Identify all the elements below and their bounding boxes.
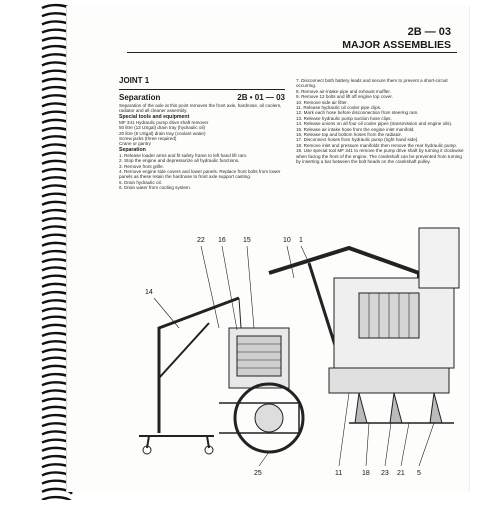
callout-label: 5 bbox=[417, 470, 421, 477]
left-text-column: Separation of the axle at this point rem… bbox=[119, 103, 287, 191]
right-step: 15. Release air intake hose from the eng… bbox=[296, 126, 415, 132]
left-subheading: Separation bbox=[119, 146, 146, 153]
diagram-illustration: 22 16 15 10 1 14 25 11 18 23 21 5 bbox=[139, 227, 460, 477]
crane-wheel bbox=[204, 445, 214, 455]
left-step: 2. Stop the engine and depressurize all … bbox=[119, 158, 240, 164]
callout-label: 1 bbox=[299, 237, 303, 244]
right-step: 12. Mark each hose before disconnection … bbox=[296, 110, 419, 116]
callout-leader-left bbox=[153, 297, 180, 329]
callout-leaders-top bbox=[200, 245, 310, 331]
engine-ribs bbox=[368, 293, 410, 338]
radiator-fins bbox=[237, 343, 281, 369]
joint-rule bbox=[119, 89, 285, 90]
right-step: 13. Release hydraulic pump suction hose … bbox=[296, 115, 392, 121]
right-step: 17. Disconnect hoses from hydraulic pump… bbox=[296, 137, 419, 143]
crane-strut bbox=[158, 322, 210, 379]
callout-label: 14 bbox=[145, 289, 153, 296]
left-subheading: Special tools and equipment bbox=[119, 113, 190, 120]
right-step: 10. Remove side air filter. bbox=[296, 99, 348, 105]
left-item: MF 341 Hydraulic pump drive shaft remove… bbox=[119, 119, 209, 125]
callout-label: 23 bbox=[381, 470, 389, 477]
callout-label: 16 bbox=[218, 237, 226, 244]
left-item: Screw jacks (three required) bbox=[119, 136, 177, 142]
left-step: 3. Remove front grille. bbox=[119, 163, 164, 169]
binder-coil bbox=[41, 487, 73, 495]
page-number: 2B — 03 bbox=[407, 26, 451, 38]
support-casting bbox=[328, 367, 450, 394]
left-step: 5. Drain hydraulic oil. bbox=[119, 179, 162, 185]
callout-label: 15 bbox=[243, 237, 251, 244]
callout-leaders-bottom bbox=[258, 392, 435, 467]
callout-label: 21 bbox=[397, 470, 405, 477]
right-step: 9. Remove 12 bolts and lift off engine t… bbox=[296, 94, 393, 100]
callout-label: 25 bbox=[254, 470, 262, 477]
left-step: 4. Remove engine side covers and lower p… bbox=[119, 169, 281, 180]
crane-boom bbox=[157, 296, 240, 433]
left-item: Crane or gantry bbox=[119, 141, 151, 147]
front-axle-frame bbox=[219, 402, 300, 434]
crane-base bbox=[139, 435, 214, 449]
right-step: 11. Release hydraulic oil cooler pipe cl… bbox=[296, 105, 382, 111]
screw-jacks bbox=[354, 392, 443, 424]
callout-label: 11 bbox=[335, 470, 342, 477]
right-step: 18. Remove inlet and pressure manifolds … bbox=[296, 142, 458, 148]
section-title: MAJOR ASSEMBLIES bbox=[342, 39, 451, 51]
right-step: 19. Use special tool MF 341 to remove th… bbox=[296, 148, 464, 165]
right-step: 7. Disconnect both battery leads and sec… bbox=[296, 78, 448, 89]
front-wheel-hub bbox=[254, 403, 284, 433]
manual-page: 2B — 03 MAJOR ASSEMBLIES JOINT 1 Separat… bbox=[66, 6, 470, 492]
tractor-separation-diagram: 22 16 15 10 1 14 25 11 18 23 21 5 bbox=[119, 218, 461, 480]
separation-heading: Separation bbox=[119, 93, 161, 102]
header-rule bbox=[127, 52, 457, 53]
right-step: 16. Release top and bottom hoses from th… bbox=[296, 132, 402, 138]
radiator bbox=[236, 335, 282, 377]
joint-title: JOINT 1 bbox=[119, 76, 150, 85]
right-text-column: 7. Disconnect both battery leads and sec… bbox=[296, 78, 464, 165]
callout-label: 10 bbox=[283, 237, 291, 244]
right-step: 14. Release unions on all four oil coole… bbox=[296, 121, 453, 127]
left-item: 20 litre (5 USgal) drain tray (coolant w… bbox=[119, 130, 206, 136]
right-step: 8. Remove air-intake pipe and exhaust mu… bbox=[296, 88, 391, 94]
crane-chain bbox=[238, 297, 242, 329]
callout-label: 18 bbox=[362, 470, 370, 477]
cab-pillar bbox=[418, 227, 460, 289]
callout-label: 22 bbox=[197, 237, 205, 244]
left-item: Separation of the axle at this point rem… bbox=[119, 103, 282, 114]
separation-code: 2B • 01 — 03 bbox=[237, 93, 285, 102]
left-item: 50 litre (13 USgal) drain tray (hydrauli… bbox=[119, 125, 206, 131]
crane-wheel bbox=[142, 445, 152, 455]
left-step: 6. Drain water from cooling system. bbox=[119, 185, 191, 191]
left-step: 1. Release loader arms and fit safety fr… bbox=[119, 152, 248, 158]
